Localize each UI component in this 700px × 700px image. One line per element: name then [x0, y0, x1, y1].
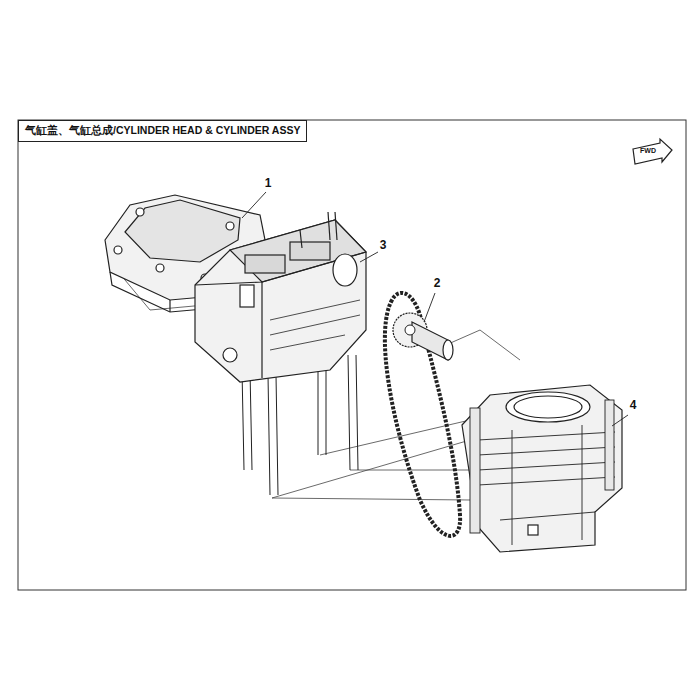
- direction-mark: FWD: [640, 147, 656, 155]
- frame: [18, 120, 686, 590]
- callout-number: 1: [265, 177, 272, 190]
- cylinder-head: [195, 212, 366, 495]
- callout-number: 4: [630, 399, 637, 412]
- leader-lines: [242, 192, 628, 426]
- cylinder-block: [462, 385, 622, 552]
- callout-number: 3: [380, 239, 387, 252]
- cam-chain: [385, 293, 460, 536]
- fwd-icon: [633, 139, 672, 164]
- title-box: 气缸盖、气缸总成/CYLINDER HEAD & CYLINDER ASSY: [18, 120, 307, 142]
- callout-number: 2: [434, 277, 441, 290]
